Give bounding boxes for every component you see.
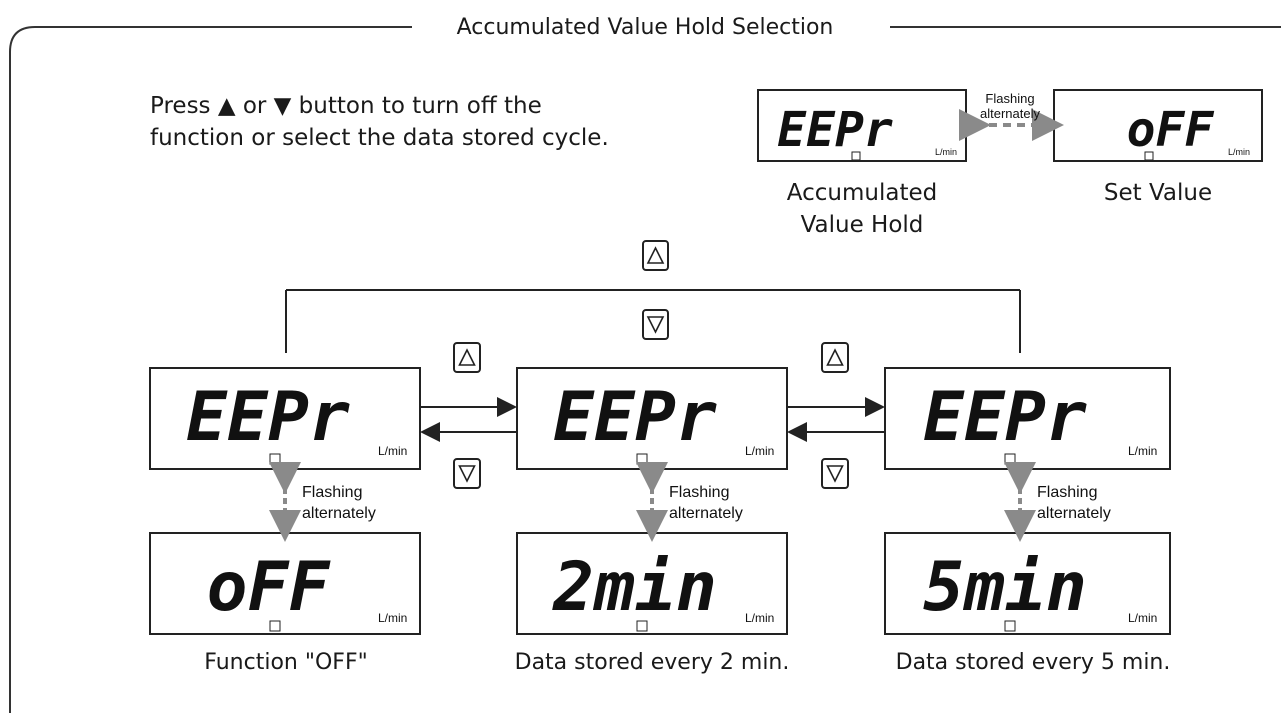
up-button-icon[interactable] [642, 240, 669, 271]
up-button-icon[interactable] [453, 342, 481, 373]
top-display [149, 367, 421, 470]
indicator-icon [1004, 620, 1016, 632]
legend-caption-left-2: Value Hold [801, 212, 924, 238]
up-button-icon[interactable] [821, 342, 849, 373]
svg-text:Flashing: Flashing [1037, 484, 1097, 501]
legend-connector-line-2: alternately [980, 106, 1040, 121]
legend-caption-right: Set Value [1104, 180, 1212, 206]
down-button-icon[interactable] [821, 458, 849, 489]
indicator-icon [636, 620, 648, 632]
svg-text:L/min: L/min [1128, 444, 1157, 458]
svg-text:L/min: L/min [1228, 147, 1250, 157]
svg-text:L/min: L/min [378, 444, 407, 458]
svg-text:L/min: L/min [745, 611, 774, 625]
svg-text:alternately: alternately [669, 505, 743, 522]
frame-border [9, 26, 1281, 713]
svg-text:EEPr: EEPr [777, 102, 893, 158]
down-button-icon[interactable] [642, 309, 669, 340]
state-2min: EEPr L/min 2min L/min Flashing alternate… [515, 367, 790, 675]
svg-text:EEPr: EEPr [553, 378, 717, 457]
caption-5min: Data stored every 5 min. [896, 650, 1171, 675]
svg-text:5min: 5min [923, 548, 1087, 627]
transition-0-1 [420, 397, 517, 442]
top-display [516, 367, 788, 470]
state-5min: EEPr L/min 5min L/min Flashing alternate… [884, 367, 1171, 675]
svg-text:Flashing: Flashing [669, 484, 729, 501]
frame-title: Accumulated Value Hold Selection [457, 15, 834, 40]
legend-display-left: EEPr L/min [757, 89, 967, 162]
indicator-icon [851, 151, 861, 161]
svg-text:L/min: L/min [378, 611, 407, 625]
svg-text:2min: 2min [552, 548, 717, 627]
svg-text:L/min: L/min [745, 444, 774, 458]
svg-text:oFF: oFF [1127, 102, 1215, 158]
indicator-icon [269, 620, 281, 632]
state-off: EEPr L/min oFF L/min Flashing alternatel… [149, 367, 421, 675]
transition-1-2 [787, 397, 885, 442]
instruction-line-1: Press ▲ or ▼ button to turn off the [150, 93, 542, 119]
svg-text:EEPr: EEPr [923, 378, 1087, 457]
instruction-line-2: function or select the data stored cycle… [150, 125, 609, 151]
legend-connector-line-1: Flashing [985, 91, 1034, 106]
svg-text:oFF: oFF [207, 548, 332, 627]
wrap-loop [285, 289, 1021, 353]
legend-display-right: oFF L/min [1053, 89, 1263, 162]
down-button-icon[interactable] [453, 458, 481, 489]
svg-text:Flashing: Flashing [302, 484, 362, 501]
bottom-display [516, 532, 788, 635]
caption-2min: Data stored every 2 min. [515, 650, 790, 675]
bottom-display [884, 532, 1171, 635]
svg-text:L/min: L/min [935, 147, 957, 157]
indicator-icon [1144, 151, 1154, 161]
svg-text:EEPr: EEPr [186, 378, 350, 457]
svg-text:L/min: L/min [1128, 611, 1157, 625]
caption-off: Function "OFF" [204, 650, 367, 675]
legend-caption-left-1: Accumulated [787, 180, 937, 206]
svg-text:alternately: alternately [302, 505, 376, 522]
svg-text:alternately: alternately [1037, 505, 1111, 522]
